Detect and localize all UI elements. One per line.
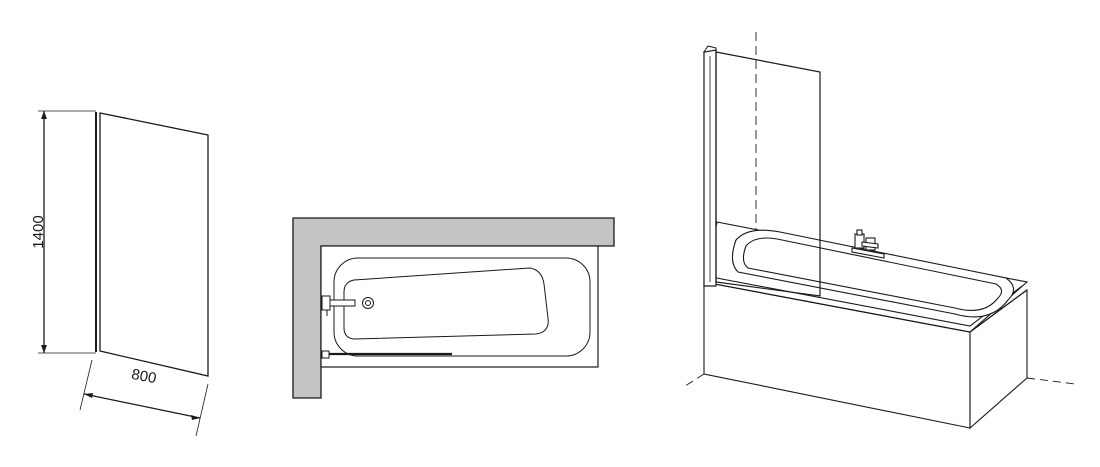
faucet-icon [321,295,331,311]
bathtub-outer [320,245,599,368]
arrow-up-icon [41,111,47,119]
glass-panel-outline [99,112,209,377]
arrow-left-icon [84,393,93,398]
arrow-right-icon [191,415,200,420]
bathtub-with-screen-perspective-icon [681,32,1076,430]
floor-line-left [681,373,705,389]
arrow-down-icon [41,345,47,353]
drain-icon [362,297,374,309]
bathtub-basin [343,267,549,340]
height-label: 1400 [30,215,47,248]
width-label: 800 [130,366,158,387]
floor-line-right [1026,377,1076,385]
width-extension-left [79,359,93,411]
width-extension-right [195,383,209,437]
glass-panel-elevation-icon [38,110,209,437]
screen-hinge-icon [321,350,330,359]
tub-basin-floor [742,237,1003,311]
mixer-tap-icon [851,229,885,259]
width-dimension-line [83,393,201,419]
bathtub-plan-view-icon [292,217,615,399]
screen-glass-panel [715,51,821,297]
bathtub-rim [333,257,591,357]
tub-inner-basin [731,229,1015,318]
tub-top-edge [703,281,1028,333]
